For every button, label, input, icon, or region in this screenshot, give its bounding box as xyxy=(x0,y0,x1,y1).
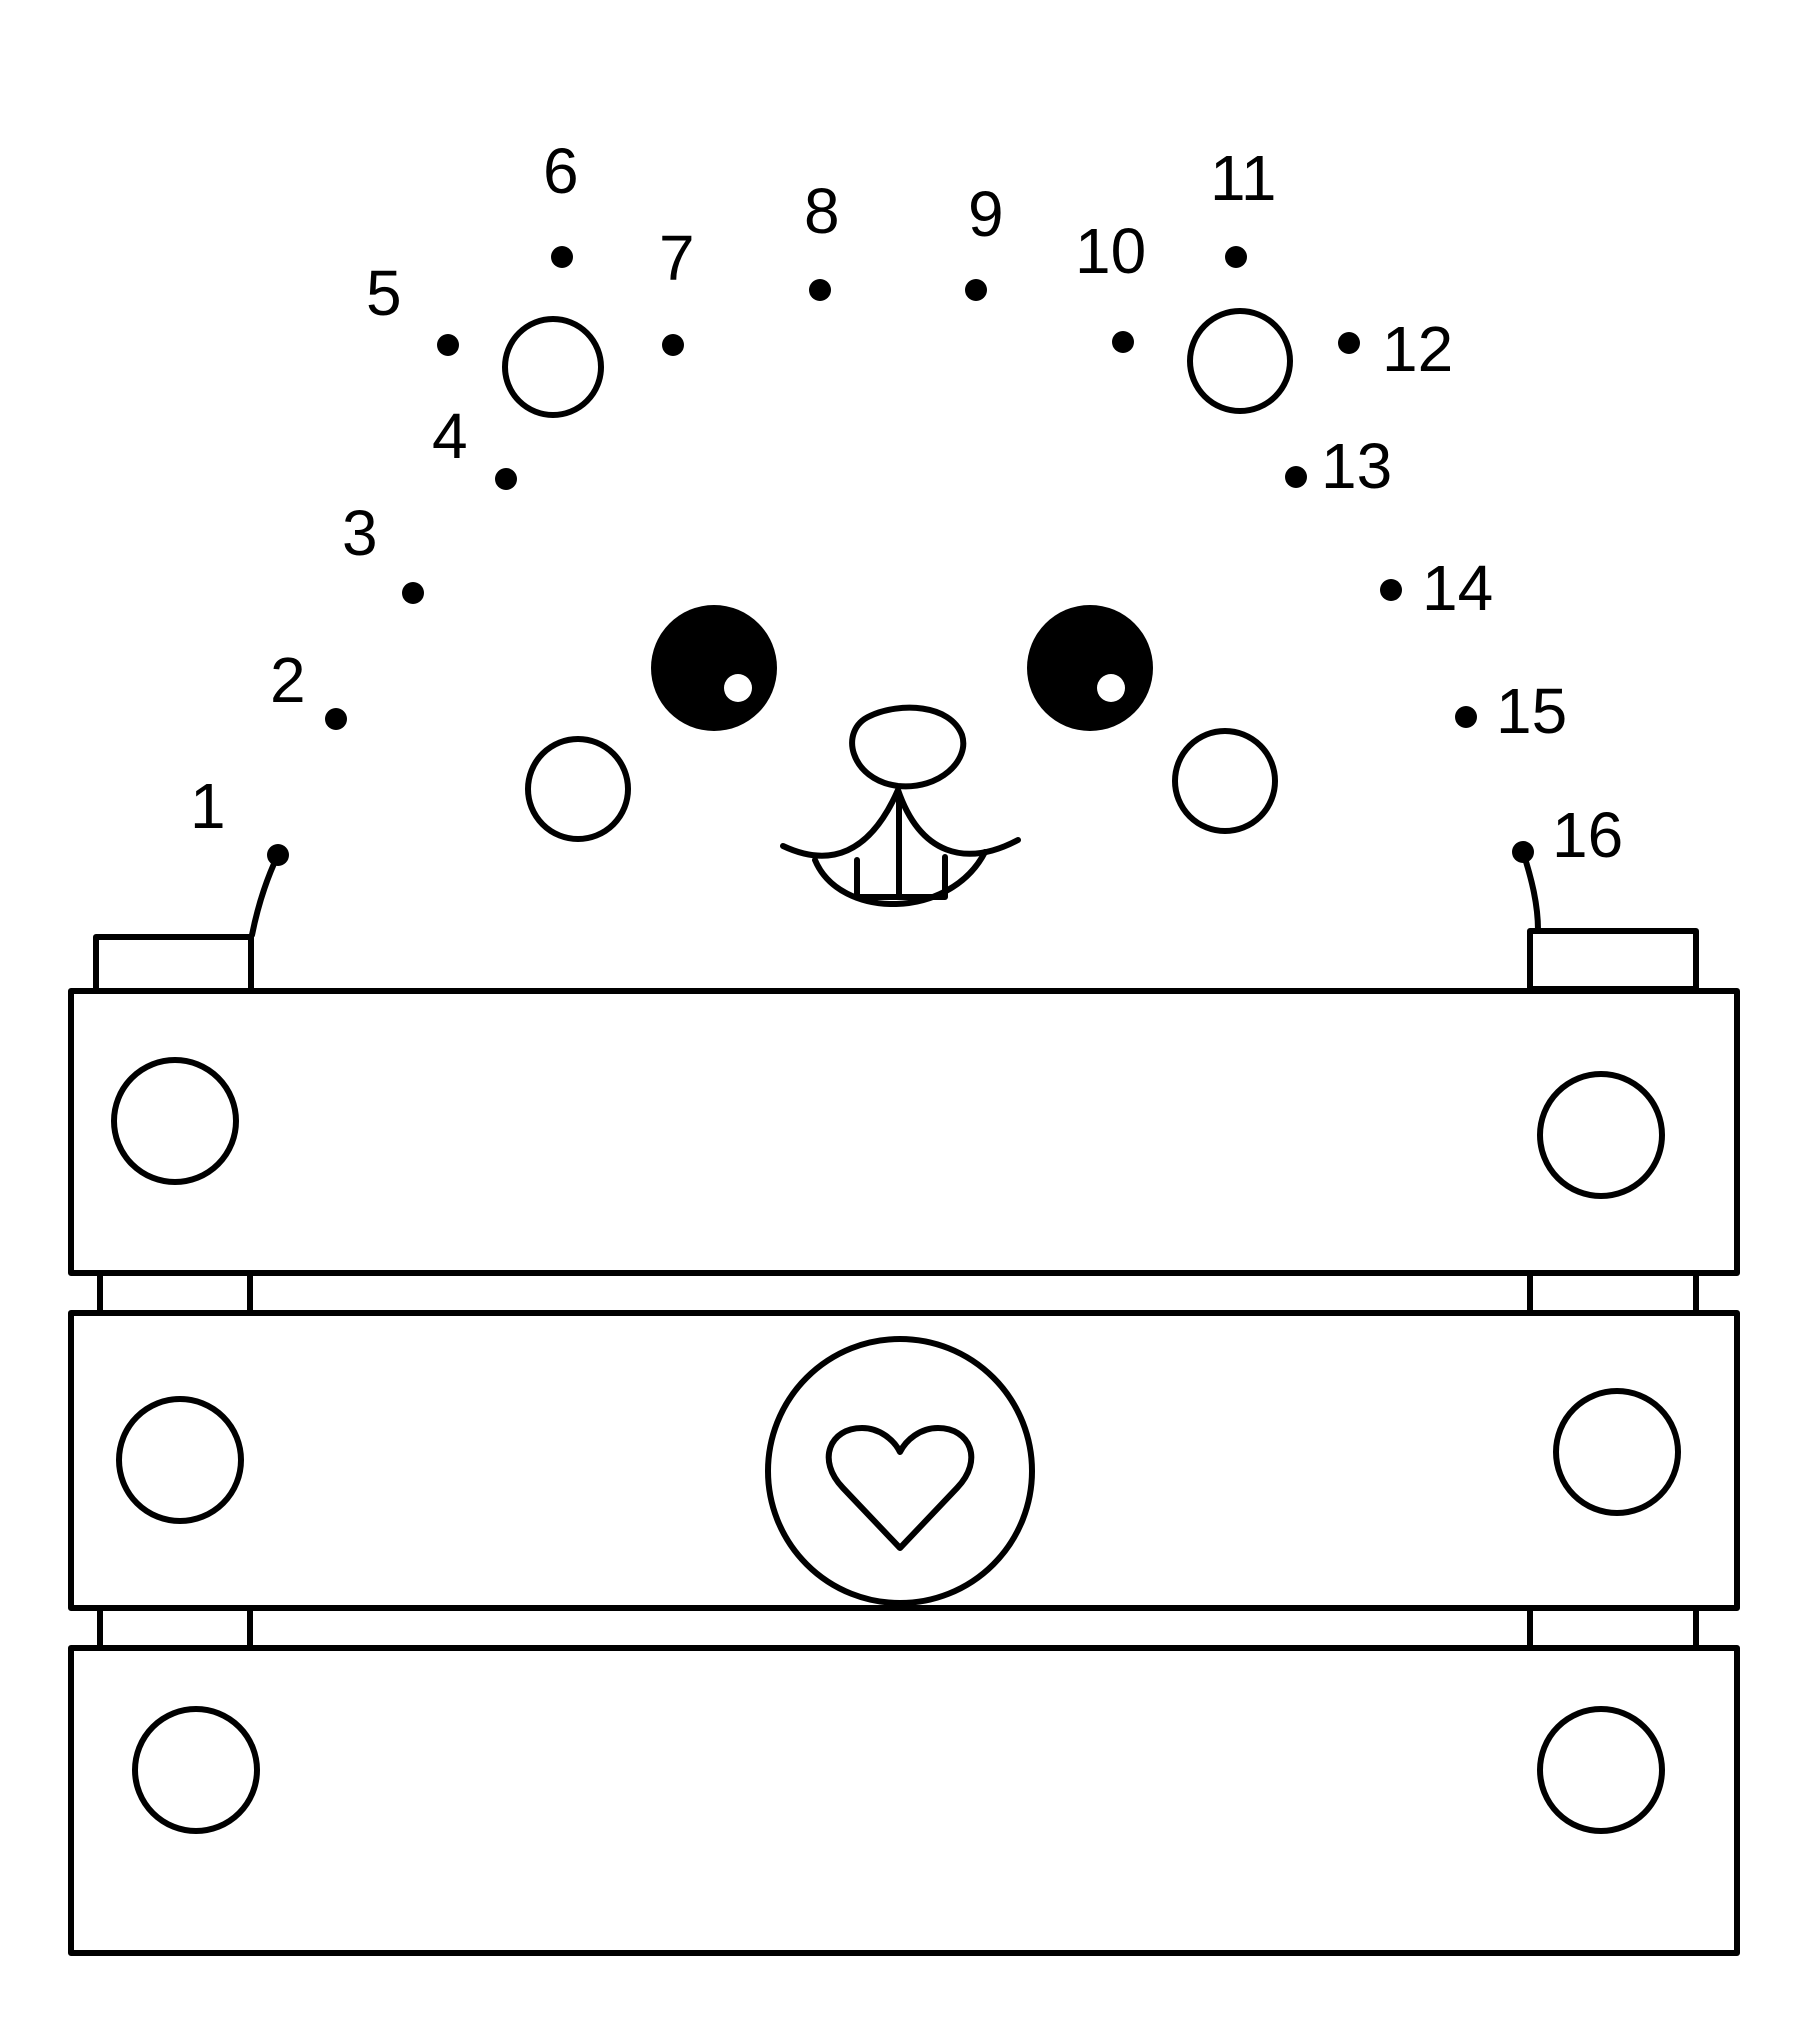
dot-9: 9 xyxy=(965,178,1004,301)
crate-bolt-middle-right xyxy=(1553,1388,1681,1516)
left-ear xyxy=(502,316,604,418)
crate-post-mid-left-2 xyxy=(97,1605,253,1651)
left-eye xyxy=(651,605,777,731)
right-whisker-line xyxy=(1520,849,1541,933)
hamster-face xyxy=(502,308,1293,907)
crate-post-top-right xyxy=(1527,928,1699,992)
dot-11: 11 xyxy=(1210,142,1276,268)
crate-post-top-left xyxy=(93,934,254,994)
crate-post-mid-right-2 xyxy=(1527,1605,1699,1651)
crate-plank-middle xyxy=(68,1310,1740,1611)
nose xyxy=(849,704,967,790)
dot-marker xyxy=(495,468,517,490)
dot-marker xyxy=(1338,332,1360,354)
dot-marker xyxy=(1380,579,1402,601)
dot-number-label: 3 xyxy=(342,497,378,569)
dot-marker xyxy=(662,334,684,356)
left-whisker-line xyxy=(249,852,281,938)
dot-number-label: 7 xyxy=(659,222,695,294)
dot-marker xyxy=(809,279,831,301)
crate-bolt-bottom-right xyxy=(1537,1706,1665,1834)
dot-marker xyxy=(1225,246,1247,268)
right-cheek xyxy=(1172,728,1278,834)
dot-number-label: 10 xyxy=(1075,215,1146,287)
dot-number-label: 13 xyxy=(1321,430,1392,502)
dot-8: 8 xyxy=(804,175,840,301)
crate-plank-bottom xyxy=(68,1645,1740,1956)
dot-number-label: 9 xyxy=(968,178,1004,250)
dot-number-label: 4 xyxy=(432,400,468,472)
dot-marker xyxy=(1285,466,1307,488)
dot-marker xyxy=(1112,331,1134,353)
dot-4: 4 xyxy=(432,400,517,490)
dot-marker xyxy=(965,279,987,301)
dot-number-label: 12 xyxy=(1382,313,1453,385)
dot-number-label: 16 xyxy=(1552,799,1623,871)
dot-10: 10 xyxy=(1075,215,1146,353)
dot-6: 6 xyxy=(543,135,579,268)
dot-number-label: 6 xyxy=(543,135,579,207)
left-cheek xyxy=(525,736,631,842)
dot-marker xyxy=(1455,706,1477,728)
dot-15: 15 xyxy=(1455,675,1567,747)
dot-14: 14 xyxy=(1380,552,1493,624)
dot-12: 12 xyxy=(1338,313,1453,385)
crate-heart-emblem xyxy=(765,1336,1035,1606)
dot-13: 13 xyxy=(1285,430,1392,502)
dot-marker xyxy=(325,708,347,730)
dot-marker xyxy=(437,334,459,356)
dot-1: 1 xyxy=(190,770,289,866)
dot-marker xyxy=(267,844,289,866)
dot-2: 2 xyxy=(270,644,347,730)
crate-bolt-middle-left xyxy=(116,1396,244,1524)
dot-3: 3 xyxy=(342,497,424,604)
crate-bolt-top-right xyxy=(1537,1071,1665,1199)
right-ear xyxy=(1187,308,1293,414)
crate-post-mid-right-1 xyxy=(1527,1270,1699,1316)
dot-number-label: 8 xyxy=(804,175,840,247)
dot-5: 5 xyxy=(366,257,459,356)
heart-icon xyxy=(825,1425,975,1551)
crate-bolt-top-left xyxy=(111,1057,239,1185)
emblem-circle xyxy=(765,1336,1035,1606)
crate-plank-top xyxy=(68,988,1740,1276)
dot-marker xyxy=(551,246,573,268)
dot-number-label: 5 xyxy=(366,257,402,329)
dot-16: 16 xyxy=(1512,799,1623,871)
dot-7: 7 xyxy=(659,222,695,356)
right-eye xyxy=(1027,605,1153,731)
dot-number-label: 2 xyxy=(270,644,306,716)
crate xyxy=(68,928,1740,1956)
dot-number-label: 14 xyxy=(1422,552,1493,624)
dot-marker xyxy=(1512,841,1534,863)
dot-marker xyxy=(402,582,424,604)
dot-number-label: 15 xyxy=(1496,675,1567,747)
dot-number-label: 1 xyxy=(190,770,226,842)
crate-post-mid-left-1 xyxy=(97,1270,253,1316)
crate-bolt-bottom-left xyxy=(132,1706,260,1834)
mouth xyxy=(780,787,1021,907)
dot-number-label: 11 xyxy=(1210,142,1276,214)
